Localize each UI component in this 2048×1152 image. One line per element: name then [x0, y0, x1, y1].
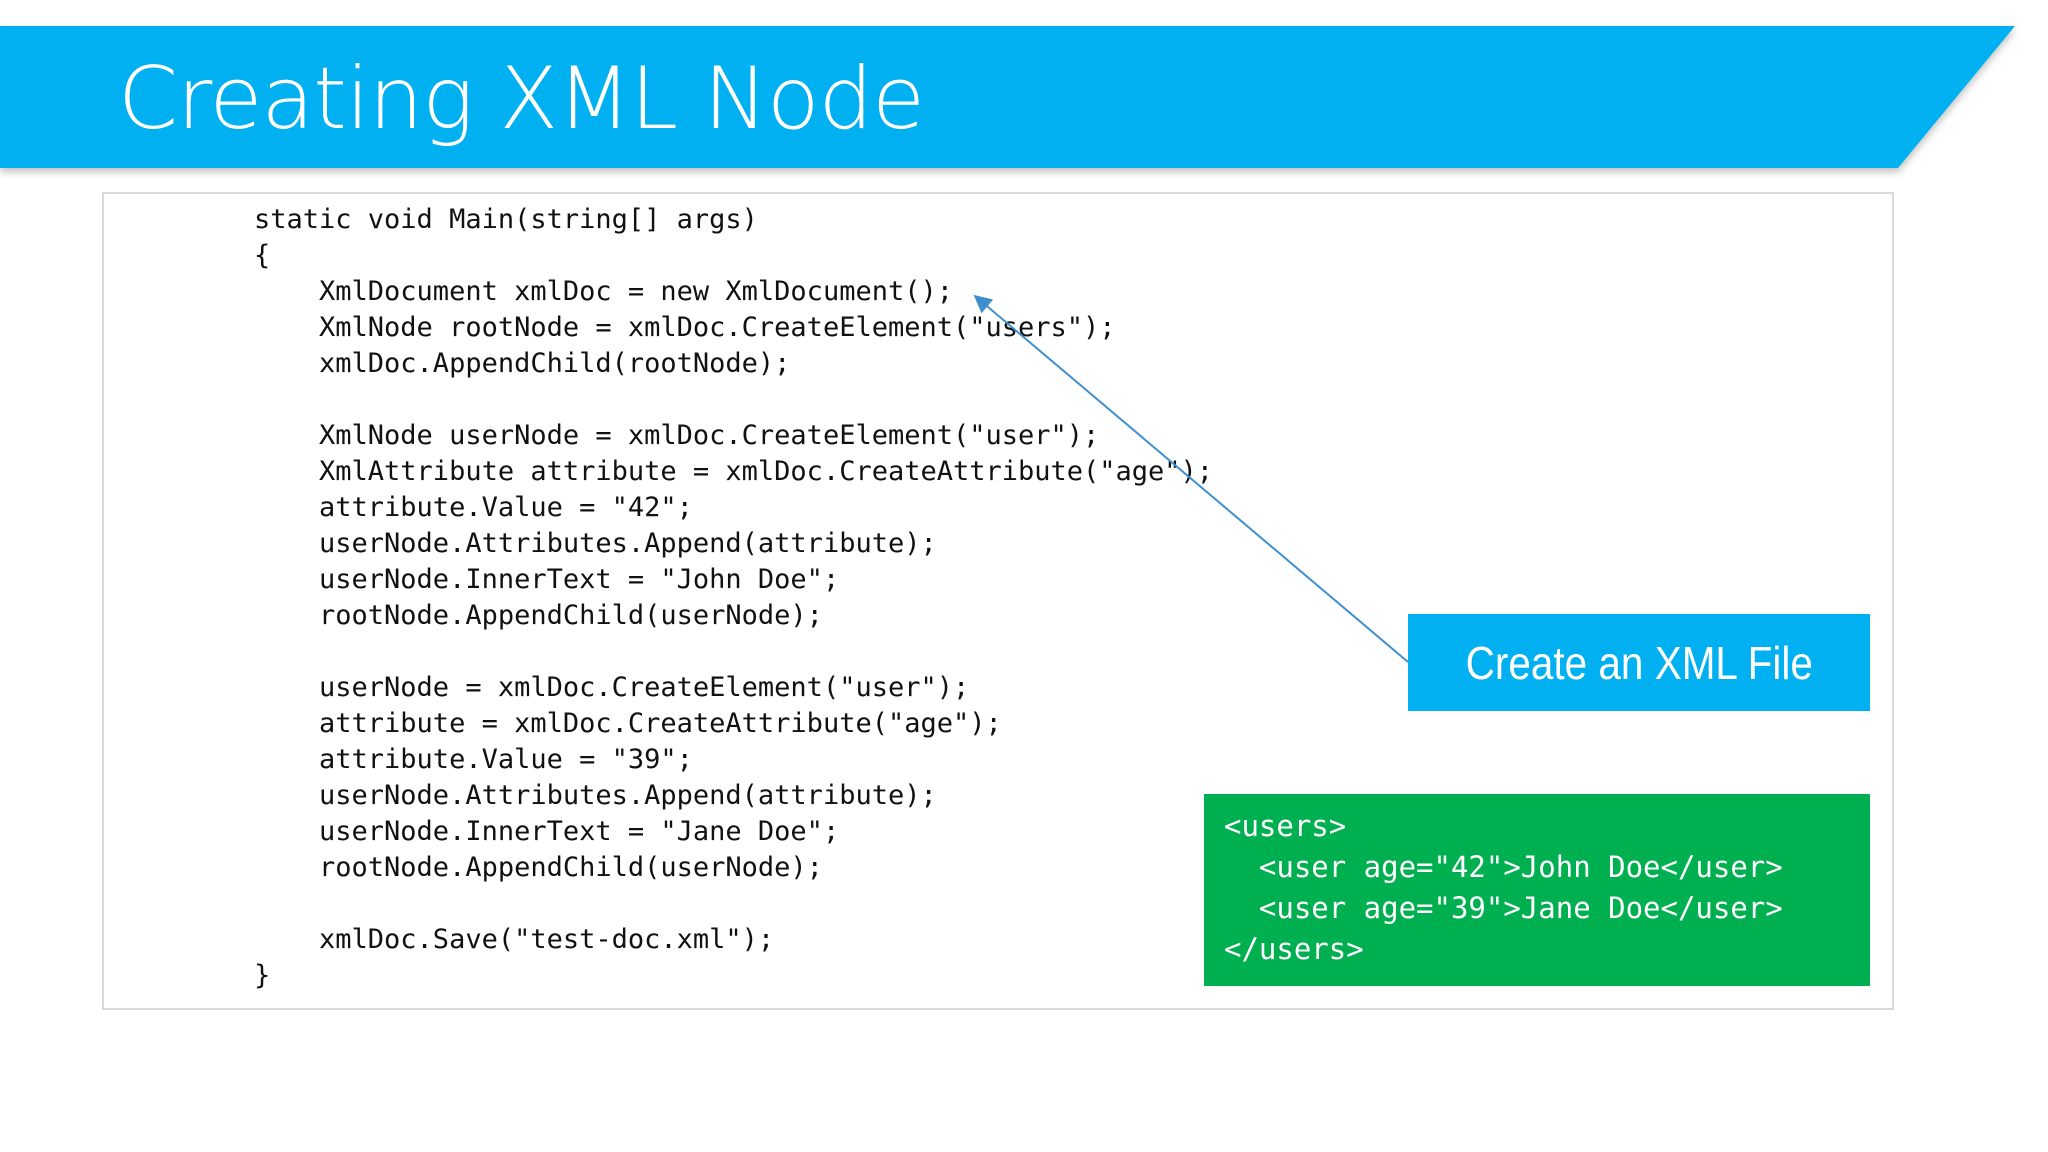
code-line: attribute.Value = "42"; — [254, 492, 693, 523]
code-line: XmlNode rootNode = xmlDoc.CreateElement(… — [254, 312, 1116, 343]
code-line: userNode.Attributes.Append(attribute); — [254, 780, 937, 811]
code-block: static void Main(string[] args) { XmlDocu… — [254, 202, 1213, 994]
code-line — [254, 886, 1213, 922]
code-line — [254, 382, 1213, 418]
code-line: userNode.InnerText = "Jane Doe"; — [254, 816, 840, 847]
code-line: } — [254, 960, 271, 991]
code-line: rootNode.AppendChild(userNode); — [254, 852, 823, 883]
code-line: xmlDoc.Save("test-doc.xml"); — [254, 924, 775, 955]
code-line: userNode = xmlDoc.CreateElement("user"); — [254, 672, 970, 703]
xml-output-line: <user age="42">John Doe</user> — [1224, 850, 1783, 884]
code-line: { — [254, 240, 271, 271]
xml-output-line: <user age="39">Jane Doe</user> — [1224, 891, 1783, 925]
code-line: userNode.Attributes.Append(attribute); — [254, 528, 937, 559]
code-line: static void Main(string[] args) — [254, 204, 758, 235]
callout-box: Create an XML File — [1408, 614, 1870, 711]
code-line: xmlDoc.AppendChild(rootNode); — [254, 348, 791, 379]
slide-title: Creating XML Node — [118, 49, 925, 149]
code-line: attribute = xmlDoc.CreateAttribute("age"… — [254, 708, 1002, 739]
xml-output-line: <users> — [1224, 809, 1347, 843]
title-banner-shape — [0, 26, 2015, 168]
code-line: XmlNode userNode = xmlDoc.CreateElement(… — [254, 420, 1100, 451]
code-line: attribute.Value = "39"; — [254, 744, 693, 775]
code-line: XmlDocument xmlDoc = new XmlDocument(); — [254, 276, 953, 307]
xml-output-box: <users> <user age="42">John Doe</user> <… — [1204, 794, 1870, 986]
xml-output-line: </users> — [1224, 932, 1364, 966]
code-line: userNode.InnerText = "John Doe"; — [254, 564, 840, 595]
callout-label: Create an XML File — [1465, 636, 1813, 689]
title-banner — [0, 26, 2015, 168]
code-line: XmlAttribute attribute = xmlDoc.CreateAt… — [254, 456, 1214, 487]
code-line — [254, 634, 1213, 670]
code-line: rootNode.AppendChild(userNode); — [254, 600, 823, 631]
